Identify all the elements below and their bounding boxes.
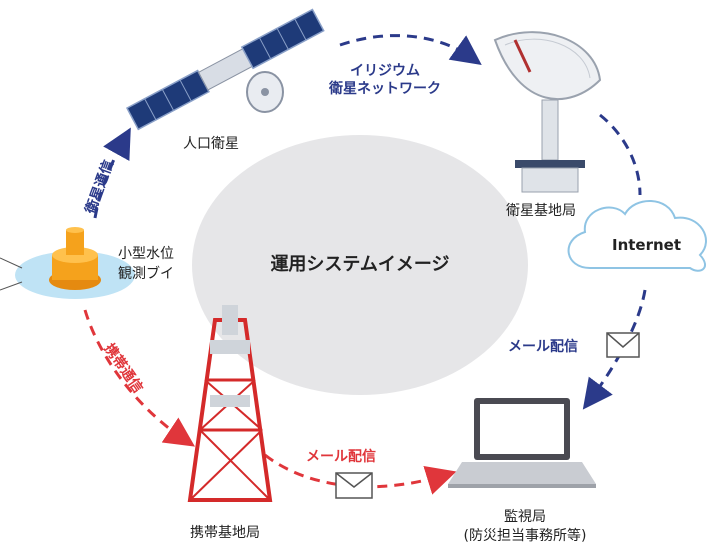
station-internet-connector [599,113,642,196]
cell-station-label: 携帯基地局 [190,525,260,541]
laptop-icon [448,398,596,488]
mail-envelope-icon-red [335,472,373,499]
mail-label-blue: メール配信 [508,339,578,355]
monitor-label-line1: 監視局 [504,509,546,525]
satellite-label: 人口衛星 [183,136,239,152]
iridium-label-line2: 衛星ネットワーク [329,81,441,97]
monitor-label-line2: (防災担当事務所等) [463,528,587,544]
mail-label-red: メール配信 [306,449,376,465]
monitor-label: 監視局 (防災担当事務所等) [440,508,610,546]
cell-tower-icon [187,305,273,502]
buoy-label-line1: 小型水位 [118,246,174,262]
iridium-label-line1: イリジウム [350,63,420,79]
iridium-label: イリジウム 衛星ネットワーク [320,62,450,98]
center-ellipse [192,135,528,395]
internet-cloud-icon [567,200,707,272]
satellite-comm-arrow [93,127,131,219]
buoy-icon [0,227,135,299]
mobile-comm-arrow [83,309,195,447]
dish-antenna-icon [493,31,602,193]
mail-envelope-icon-blue [606,332,640,358]
iridium-arrow [339,34,482,65]
internet-label: Internet [612,236,682,254]
satellite-icon [125,8,325,131]
center-title: 運用システムイメージ [270,254,450,275]
buoy-label-line2: 観測ブイ [118,266,174,282]
buoy-label: 小型水位 観測ブイ [118,244,174,284]
ground-station-label: 衛星基地局 [506,203,576,219]
